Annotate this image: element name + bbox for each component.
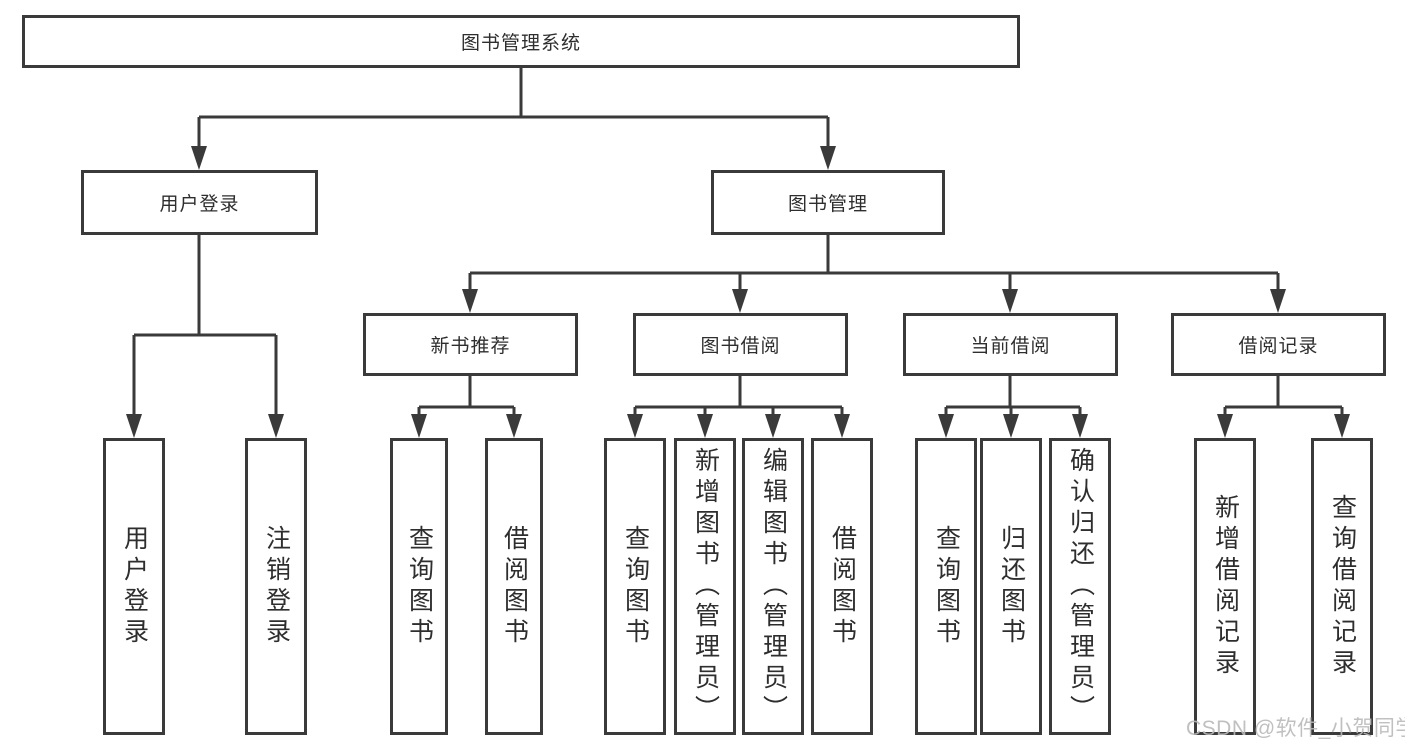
arrowhead-icon — [411, 414, 427, 438]
leaf-label: 注销登录 — [262, 524, 291, 649]
leaf-label: 借阅图书 — [828, 524, 857, 649]
node-borrowing-records: 借阅记录 — [1171, 313, 1386, 376]
leaf-query-books-2: 查询图书 — [604, 438, 666, 735]
leaf-add-borrow-record: 新增借阅记录 — [1194, 438, 1256, 735]
node-book-management: 图书管理 — [711, 170, 945, 235]
leaf-borrow-books-2: 借阅图书 — [811, 438, 873, 735]
arrowhead-icon — [1003, 414, 1019, 438]
leaf-label: 新增图书（管理员） — [691, 447, 720, 726]
csdn-watermark: CSDN @软件_小贺同学 — [1186, 717, 1405, 740]
leaf-label: 查询图书 — [932, 524, 961, 649]
leaf-query-borrow-record: 查询借阅记录 — [1311, 438, 1373, 735]
leaf-label: 新增借阅记录 — [1211, 493, 1240, 680]
arrowhead-icon — [268, 414, 284, 438]
arrowhead-icon — [1334, 414, 1350, 438]
leaf-confirm-return-admin: 确认归还（管理员） — [1049, 438, 1111, 735]
arrowhead-icon — [1002, 289, 1018, 313]
arrowhead-icon — [1217, 414, 1233, 438]
leaf-add-books-admin: 新增图书（管理员） — [674, 438, 736, 735]
node-label: 当前借阅 — [970, 336, 1051, 357]
node-root-library-system: 图书管理系统 — [22, 15, 1020, 68]
leaf-query-books-3: 查询图书 — [915, 438, 977, 735]
leaf-borrow-books-1: 借阅图书 — [485, 438, 543, 735]
leaf-label: 查询图书 — [621, 524, 650, 649]
node-new-book-recommend: 新书推荐 — [363, 313, 578, 376]
arrowhead-icon — [126, 414, 142, 438]
leaf-edit-books-admin: 编辑图书（管理员） — [742, 438, 804, 735]
leaf-query-books-1: 查询图书 — [390, 438, 448, 735]
node-book-borrowing: 图书借阅 — [633, 313, 848, 376]
node-label: 图书借阅 — [700, 336, 781, 357]
arrowhead-icon — [697, 414, 713, 438]
node-label: 图书管理 — [787, 194, 868, 215]
node-label: 图书管理系统 — [460, 33, 581, 54]
leaf-label: 确认归还（管理员） — [1066, 447, 1095, 726]
arrowhead-icon — [765, 414, 781, 438]
arrowhead-icon — [938, 414, 954, 438]
leaf-label: 查询图书 — [405, 524, 434, 649]
leaf-return-books: 归还图书 — [980, 438, 1042, 735]
leaf-user-login: 用户登录 — [103, 438, 165, 735]
leaf-label: 用户登录 — [120, 524, 149, 649]
node-user-login: 用户登录 — [81, 170, 318, 235]
node-current-borrowing: 当前借阅 — [903, 313, 1118, 376]
arrowhead-icon — [1072, 414, 1088, 438]
leaf-label: 编辑图书（管理员） — [759, 447, 788, 726]
arrowhead-icon — [1270, 289, 1286, 313]
arrowhead-icon — [462, 289, 478, 313]
arrowhead-icon — [834, 414, 850, 438]
arrowhead-icon — [506, 414, 522, 438]
arrowhead-icon — [627, 414, 643, 438]
node-label: 用户登录 — [159, 194, 240, 215]
arrowhead-icon — [191, 146, 207, 170]
leaf-label: 查询借阅记录 — [1328, 493, 1357, 680]
arrowhead-icon — [732, 289, 748, 313]
node-label: 新书推荐 — [430, 336, 511, 357]
node-label: 借阅记录 — [1238, 336, 1319, 357]
leaf-label: 归还图书 — [997, 524, 1026, 649]
leaf-label: 借阅图书 — [500, 524, 529, 649]
leaf-logout: 注销登录 — [245, 438, 307, 735]
arrowhead-icon — [820, 146, 836, 170]
